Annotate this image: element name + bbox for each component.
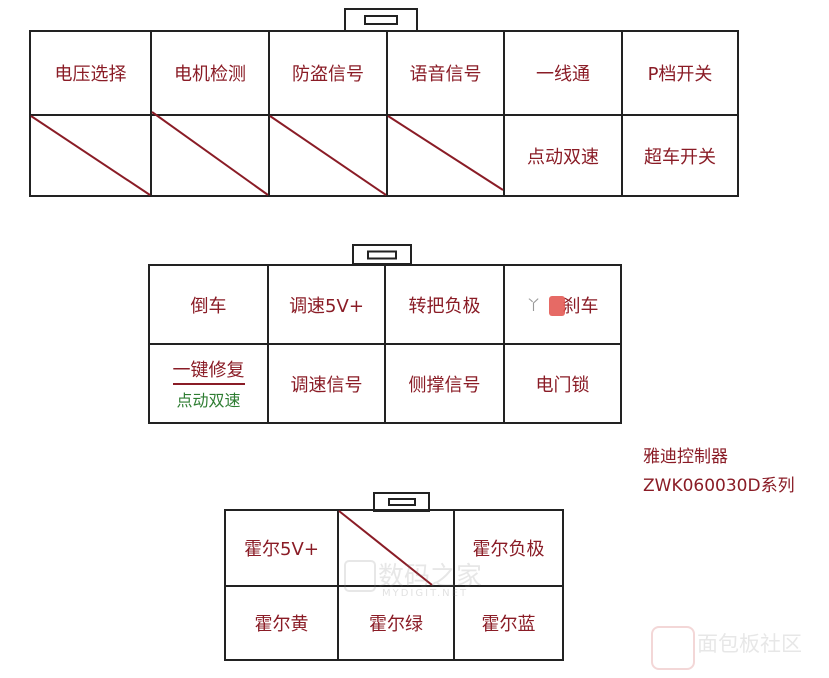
watermark-mydigit-url: MYDIGIT.NET	[382, 588, 469, 599]
c2-pin-side-stand-signal: 侧撑信号	[408, 374, 481, 396]
c1-pin-single-wire: 一线通	[536, 64, 590, 85]
c2-pin-speed-5v: 调速5V+	[289, 295, 364, 317]
connector-1-body	[29, 30, 739, 197]
c3-pin-hall-negative: 霍尔负极	[472, 539, 545, 560]
c2-brake-label: 刹车	[562, 295, 599, 317]
watermark-logo-icon	[344, 560, 376, 592]
c2-pin-ignition-lock: 电门锁	[535, 374, 590, 396]
c3-pin-hall-5v: 霍尔5V+	[244, 539, 319, 560]
watermark-mydigit: 数码之家	[378, 562, 483, 592]
c2-pin-reverse: 倒车	[190, 295, 227, 317]
c1-pin-p-gear-switch: P档开关	[647, 64, 713, 85]
connector-1-latch	[344, 8, 418, 32]
c3-pin-hall-green: 霍尔绿	[369, 614, 423, 635]
c2-brake-prefix: 丫	[526, 297, 541, 314]
c3-pin-hall-yellow: 霍尔黄	[254, 614, 309, 635]
c2-pin-one-key-repair: 一键修复 点动双速	[150, 345, 267, 422]
caption-controller-name: 雅迪控制器	[643, 447, 728, 467]
connector-2-latch	[352, 244, 412, 265]
c1-pin-overtake-switch: 超车开关	[644, 146, 716, 168]
c2-one-key-repair-label: 一键修复	[172, 356, 245, 385]
c1-pin-voltage-select: 电压选择	[54, 64, 127, 85]
c2-pin-speed-signal: 调速信号	[290, 374, 363, 396]
c2-pin-brake: 丫 刹车	[505, 266, 620, 343]
watermark-mbb-logo-icon	[651, 626, 695, 670]
c1-pin-antitheft-signal: 防盗信号	[292, 64, 364, 85]
c3-pin-hall-blue: 霍尔蓝	[481, 614, 536, 635]
c2-inching-dual-speed-label: 点动双速	[176, 391, 241, 410]
c1-pin-inching-dual-speed: 点动双速	[527, 146, 599, 168]
watermark-mianbaoban: 面包板社区	[697, 632, 802, 656]
caption-controller-model: ZWK060030D系列	[643, 476, 795, 496]
c2-redaction-mark	[549, 296, 565, 316]
c1-pin-voice-signal: 语音信号	[409, 64, 482, 85]
c2-pin-throttle-negative: 转把负极	[408, 295, 481, 317]
c1-pin-motor-detect: 电机检测	[174, 64, 246, 85]
